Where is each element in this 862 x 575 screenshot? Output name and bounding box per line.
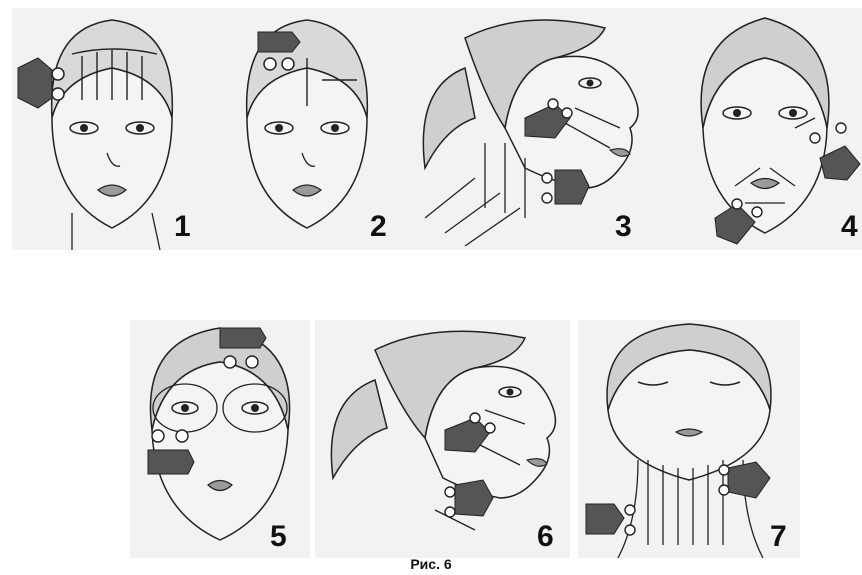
figure-caption: Рис. 6 xyxy=(0,556,862,572)
panel-1: 1 xyxy=(12,8,212,250)
face-profile-illustration xyxy=(315,320,570,558)
panel-number: 1 xyxy=(174,212,191,242)
panel-4: 4 xyxy=(665,8,862,250)
panel-number: 3 xyxy=(615,212,632,242)
panel-number: 5 xyxy=(270,522,287,552)
panel-number: 4 xyxy=(841,212,858,242)
electrode-device-icon xyxy=(719,462,770,498)
electrode-device-icon xyxy=(542,170,589,204)
electrode-device-icon xyxy=(445,480,493,517)
panel-5: 5 xyxy=(130,320,310,558)
panel-2: 2 xyxy=(212,8,405,250)
electrode-device-icon xyxy=(586,504,635,535)
panel-6: 6 xyxy=(315,320,570,558)
face-front-illustration xyxy=(665,8,862,250)
panel-number: 7 xyxy=(770,522,787,552)
panel-7: 7 xyxy=(578,320,800,558)
panel-number: 2 xyxy=(370,212,387,242)
face-eyes-closed-illustration xyxy=(578,320,800,558)
panel-number: 6 xyxy=(537,522,554,552)
panel-3: 3 xyxy=(405,8,665,250)
